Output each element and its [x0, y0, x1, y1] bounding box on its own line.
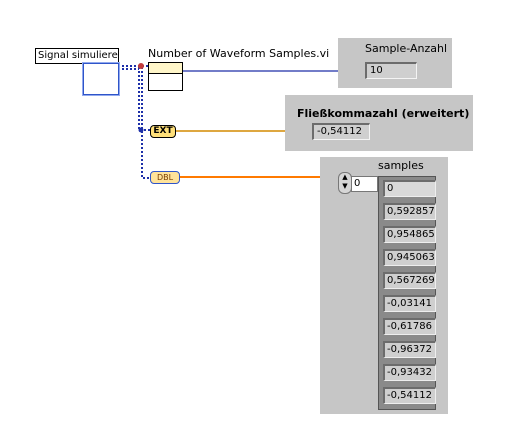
waveform-samples-icon[interactable] [148, 62, 183, 91]
wire-junction [138, 63, 144, 69]
array-element: -0,54112 [383, 387, 436, 404]
samples-title: samples [378, 159, 424, 172]
subvi-label: Signal simulieren [35, 48, 119, 64]
sample-count-title: Sample-Anzahl [365, 42, 448, 55]
signal-generator-icon[interactable] [82, 62, 120, 96]
array-element: 0,567269 [383, 272, 436, 289]
float-indicator-value: -0,54112 [312, 123, 370, 140]
to-dbl-node[interactable]: DBL [150, 171, 180, 184]
array-element: -0,93432 [383, 364, 436, 381]
array-element: -0,03141 [383, 295, 436, 312]
array-element: 0 [383, 180, 436, 197]
sample-count-indicator[interactable]: Sample-Anzahl 10 [338, 38, 452, 88]
array-element: -0,96372 [383, 341, 436, 358]
float-indicator[interactable]: Fließkommazahl (erweitert) -0,54112 [285, 95, 473, 151]
dynamic-data-wire[interactable] [118, 65, 150, 179]
dbl-node-label: DBL [156, 173, 174, 182]
vi-icon-header [149, 63, 182, 74]
array-element: 0,592857 [383, 203, 436, 220]
waveform-vi-label: Number of Waveform Samples.vi [148, 47, 330, 60]
sample-count-value: 10 [365, 62, 417, 79]
to-extended-node[interactable]: EXT [150, 125, 176, 138]
array-element: 0,954865 [383, 226, 436, 243]
float-indicator-title: Fließkommazahl (erweitert) [297, 107, 470, 120]
array-element: -0,61786 [383, 318, 436, 335]
wire-junction [138, 127, 144, 133]
index-field[interactable]: 0 [351, 176, 378, 192]
array-element: 0,945063 [383, 249, 436, 266]
index-spinner[interactable]: ▲▼ [338, 172, 352, 194]
